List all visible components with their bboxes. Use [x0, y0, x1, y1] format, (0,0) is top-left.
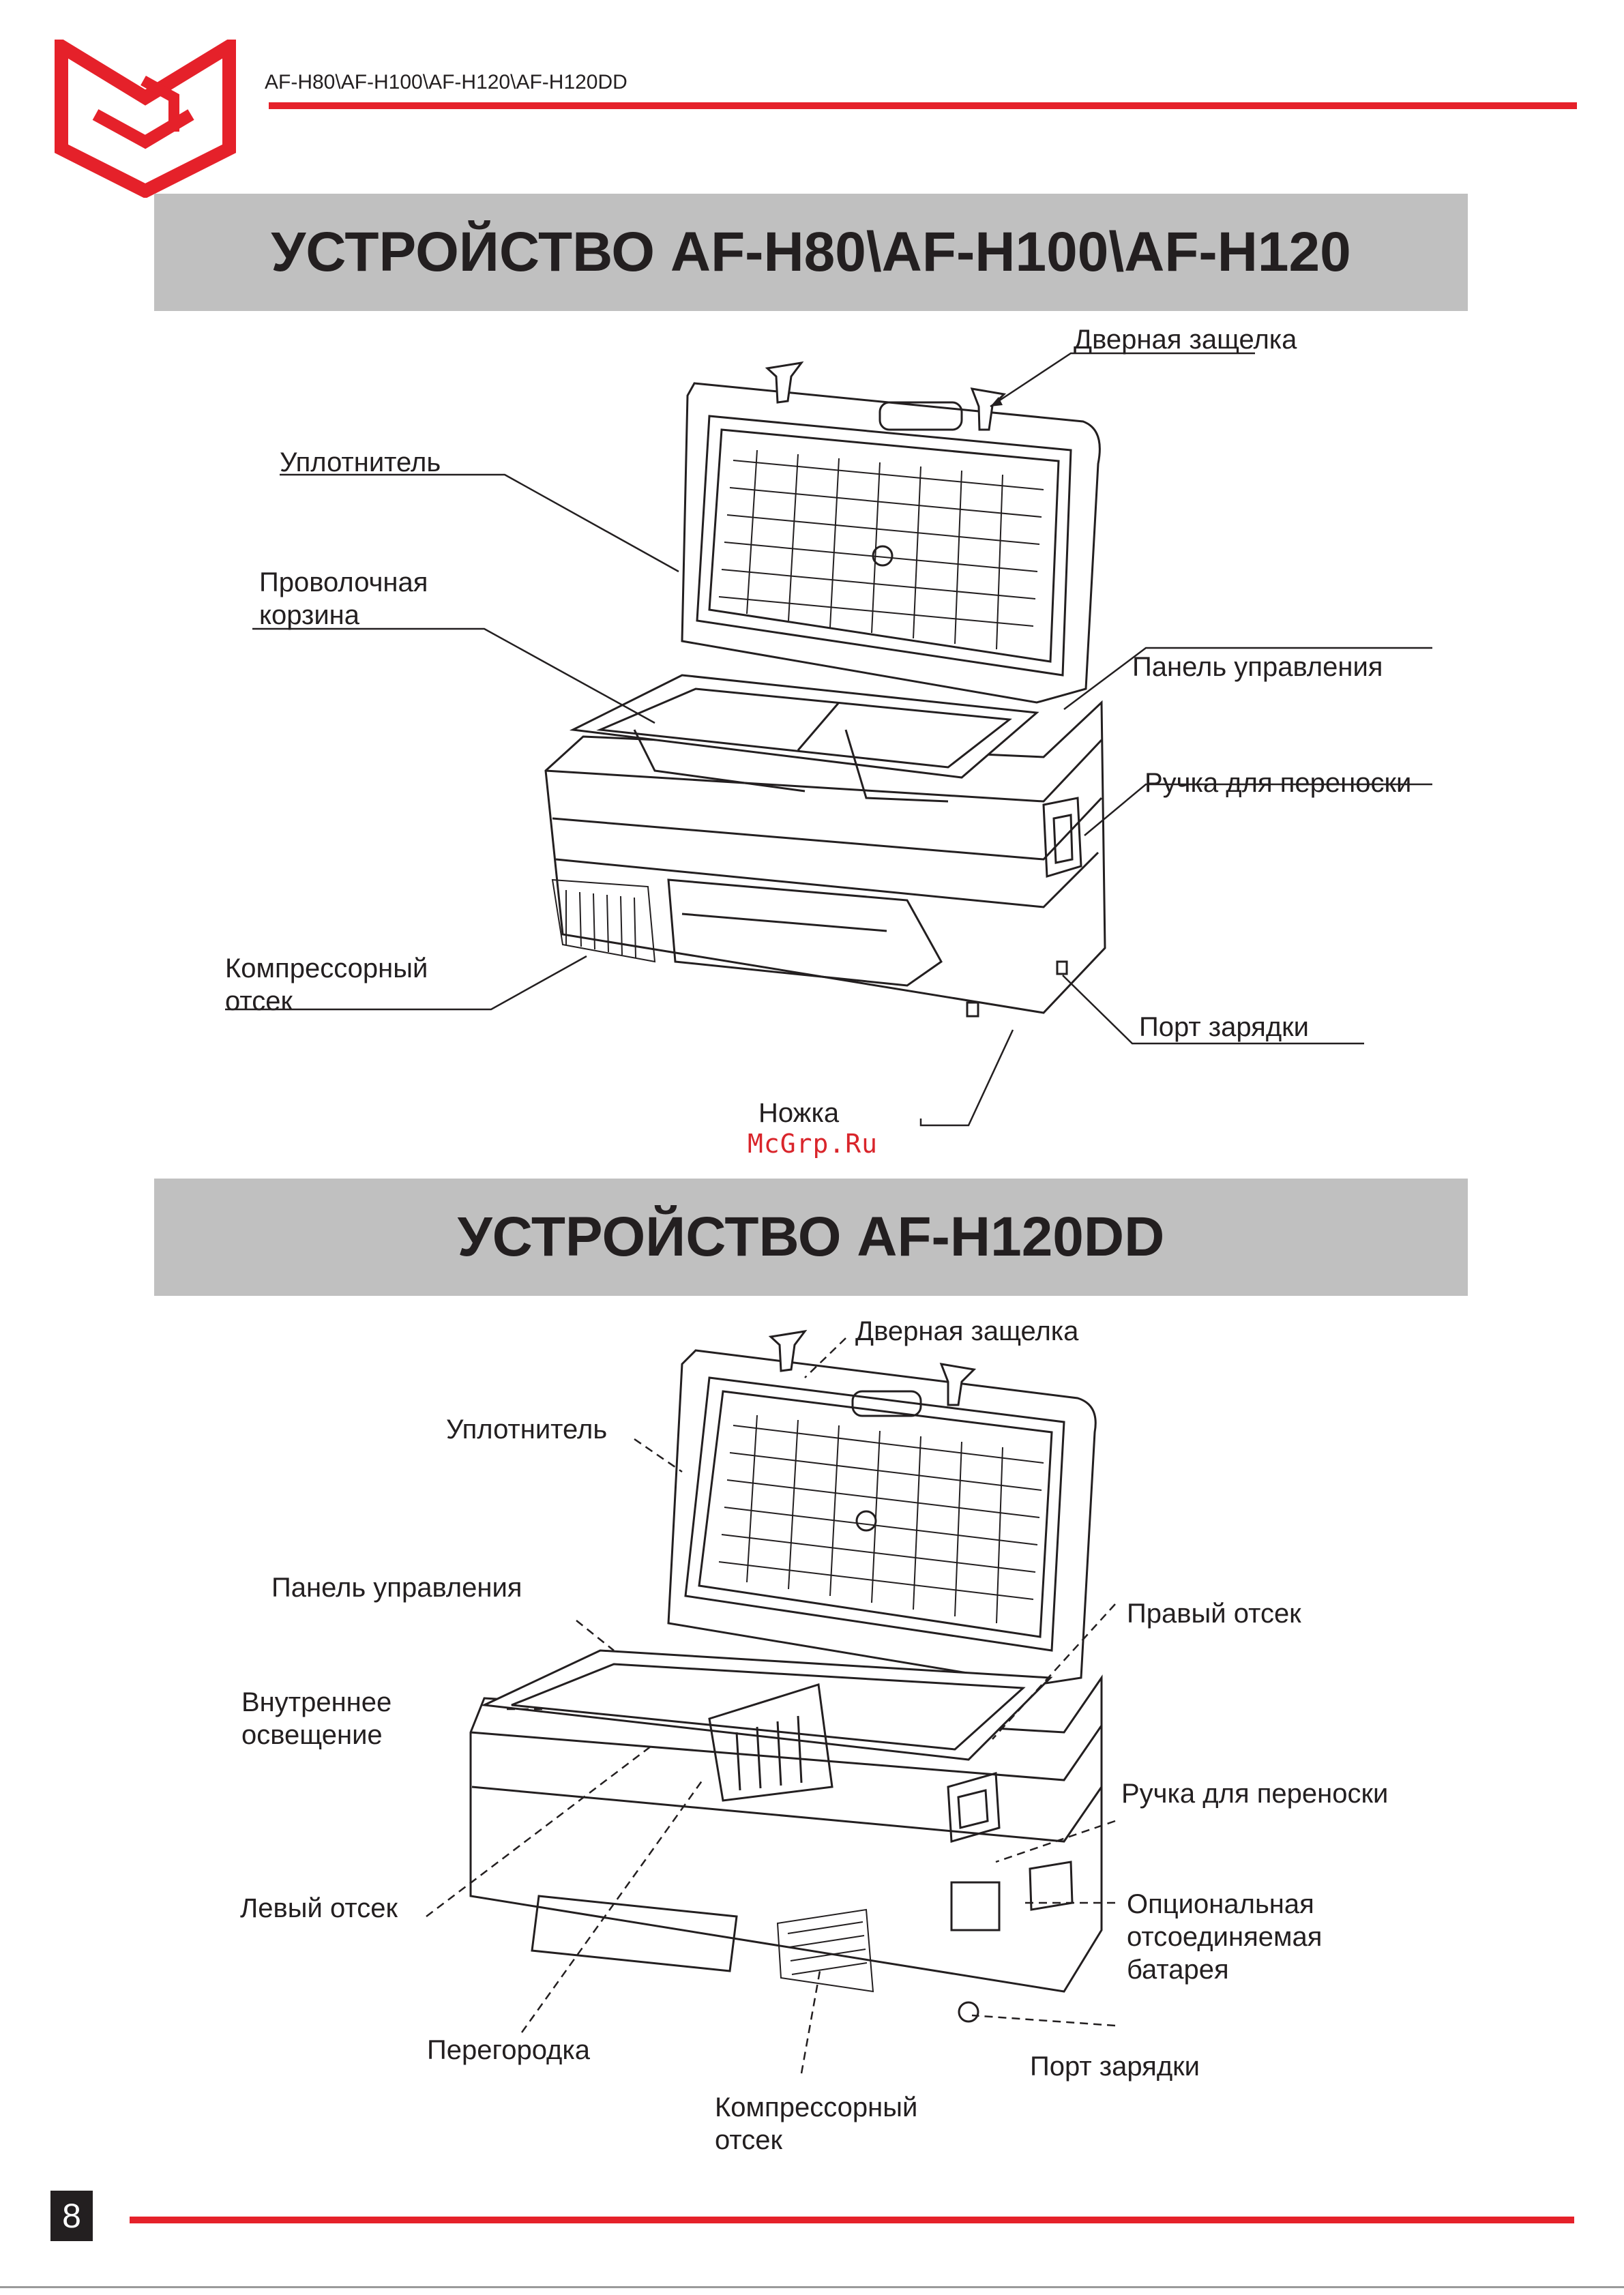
label-battery-line1: Опциональная: [1127, 1889, 1314, 1919]
label-control-panel-2: Панель управления: [271, 1573, 522, 1603]
brand-logo: [55, 40, 236, 198]
label-door-latch-1: Дверная защелка: [1074, 325, 1297, 355]
label-wire-basket-line2: корзина: [259, 600, 360, 630]
label-seal-1: Уплотнитель: [280, 447, 441, 477]
label-control-panel-1: Панель управления: [1132, 652, 1383, 682]
label-left-compartment: Левый отсек: [240, 1893, 398, 1923]
label-charging-port-1: Порт зарядки: [1139, 1012, 1310, 1042]
label-compressor-2-line2: отсек: [715, 2125, 782, 2155]
header-rule: [269, 102, 1577, 109]
watermark: McGrp.Ru: [748, 1129, 879, 1159]
label-seal-2: Уплотнитель: [446, 1415, 608, 1445]
section2-banner: УСТРОЙСТВО AF-H120DD: [154, 1179, 1468, 1296]
footer-rule: [130, 2217, 1574, 2223]
cooler-diagram-1: [225, 352, 1432, 1127]
label-carry-handle-1: Ручка для переноски: [1145, 768, 1412, 798]
leader-lines-1: [225, 352, 1432, 1127]
vent-1: [551, 878, 656, 963]
label-compressor-2-line1: Компрессорный: [715, 2092, 918, 2122]
label-compressor-line1: Компрессорный: [225, 953, 428, 983]
label-inner-light-line1: Внутреннее: [241, 1687, 392, 1717]
page-edge: [0, 2286, 1624, 2288]
label-battery-line3: батарея: [1127, 1955, 1229, 1985]
model-header: AF-H80\AF-H100\AF-H120\AF-H120DD: [265, 71, 628, 93]
label-charging-port-2: Порт зарядки: [1030, 2052, 1200, 2082]
cooler-drawing-1: [544, 361, 1106, 1018]
leader-lines-2: [426, 1337, 1116, 2074]
label-divider: Перегородка: [427, 2035, 591, 2065]
label-inner-light-line2: освещение: [241, 1720, 383, 1750]
section1-banner: УСТРОЙСТВО AF-H80\AF-H100\AF-H120: [154, 194, 1468, 311]
section1-title: УСТРОЙСТВО AF-H80\AF-H100\AF-H120: [271, 221, 1351, 283]
label-right-compartment: Правый отсек: [1127, 1599, 1301, 1629]
label-door-latch-2: Дверная защелка: [855, 1316, 1079, 1346]
label-compressor-line2: отсек: [225, 986, 293, 1016]
cooler-drawing-2: [469, 1329, 1103, 2023]
label-foot: Ножка: [758, 1098, 840, 1128]
lid-grid-1: [718, 449, 1044, 650]
label-battery-line2: отсоединяемая: [1127, 1922, 1323, 1952]
vent-2: [776, 1908, 874, 1993]
page-number: 8: [50, 2191, 93, 2241]
label-carry-handle-2: Ручка для переноски: [1121, 1779, 1389, 1809]
section2-title: УСТРОЙСТВО AF-H120DD: [457, 1206, 1165, 1268]
cooler-diagram-2: [426, 1329, 1116, 2074]
label-wire-basket-line1: Проволочная: [259, 567, 428, 597]
